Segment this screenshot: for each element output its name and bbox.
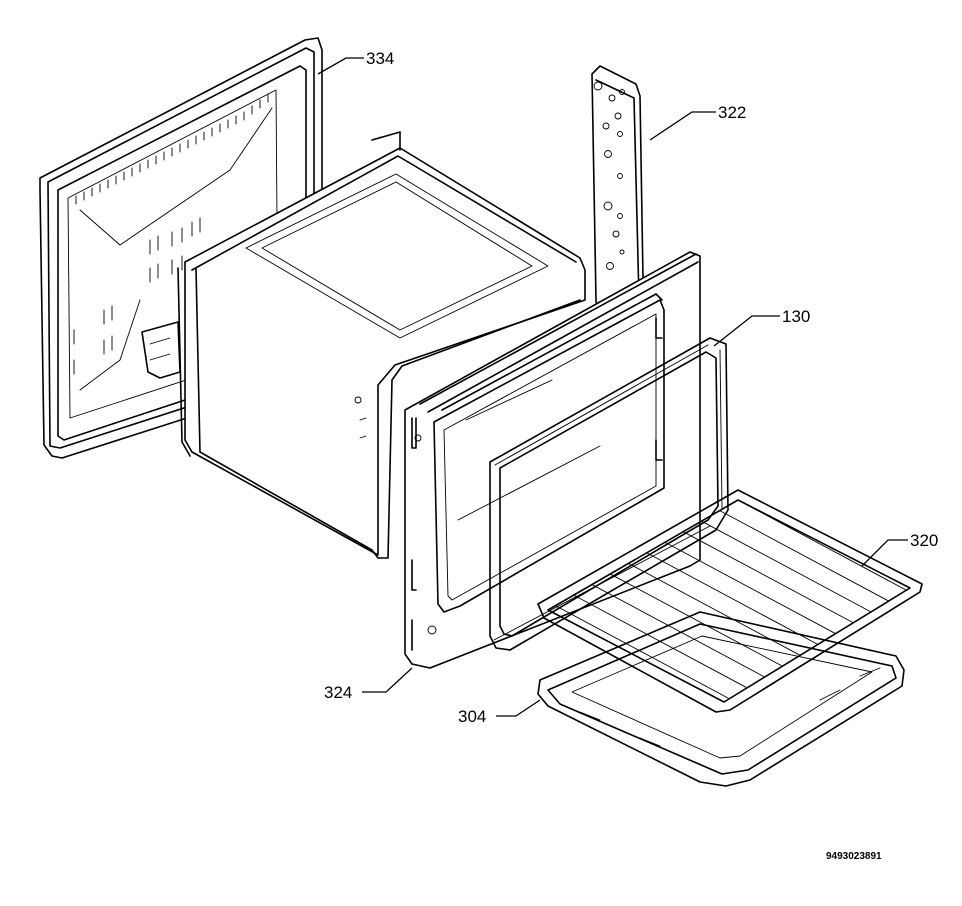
drawing-code: 9493023891 bbox=[826, 851, 882, 862]
callout-324: 324 bbox=[324, 667, 413, 702]
shelf-wire bbox=[682, 531, 854, 623]
shelf-wire bbox=[646, 552, 818, 645]
callout-324-label: 324 bbox=[324, 683, 352, 702]
callout-322-label: 322 bbox=[718, 103, 746, 122]
baking-tray-part bbox=[537, 611, 905, 787]
callout-334: 334 bbox=[317, 49, 394, 75]
shelf-wire bbox=[610, 573, 782, 667]
callout-130-label: 130 bbox=[782, 307, 810, 326]
shelf-wire bbox=[573, 594, 747, 688]
door-gasket-part bbox=[489, 337, 729, 651]
wire-shelf-part bbox=[537, 489, 923, 713]
shelf-wire bbox=[719, 510, 889, 602]
shelf-wire bbox=[555, 605, 729, 699]
shelf-wire bbox=[628, 563, 800, 656]
callout-334-label: 334 bbox=[366, 49, 394, 68]
callout-304: 304 bbox=[458, 699, 541, 726]
callout-320: 320 bbox=[861, 531, 938, 567]
shelf-wire bbox=[664, 541, 836, 634]
shelf-wire bbox=[701, 520, 871, 613]
callout-130: 130 bbox=[713, 307, 810, 347]
callout-320-label: 320 bbox=[910, 531, 938, 550]
callout-304-label: 304 bbox=[458, 707, 486, 726]
oven-cavity-part bbox=[141, 131, 586, 559]
callout-322: 322 bbox=[649, 103, 746, 141]
shelf-wire bbox=[737, 499, 907, 591]
shelf-wire bbox=[591, 584, 765, 677]
